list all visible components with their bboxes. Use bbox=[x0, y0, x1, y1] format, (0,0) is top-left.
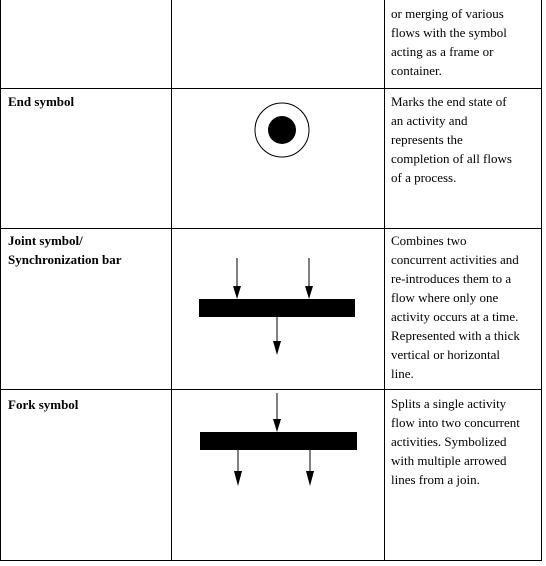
end-state-icon bbox=[254, 102, 310, 158]
fork-bar-icon bbox=[200, 393, 357, 486]
table-border-bottom bbox=[0, 560, 542, 561]
row-divider-1 bbox=[0, 88, 542, 89]
row-1-name: End symbol bbox=[8, 94, 75, 109]
row-3-name: Fork symbol bbox=[8, 397, 79, 412]
table-border-left bbox=[0, 0, 1, 561]
row-2-name: Joint symbol/ Synchronization bar bbox=[8, 233, 122, 267]
row-3-description: Splits a single activity flow into two c… bbox=[391, 396, 520, 487]
table-divider-col2 bbox=[384, 0, 385, 561]
row-0-description: or merging of various flows with the sym… bbox=[391, 6, 507, 78]
row-1-description: Marks the end state of an activity and r… bbox=[391, 94, 512, 185]
join-bar-icon bbox=[199, 258, 355, 355]
row-divider-2 bbox=[0, 228, 542, 229]
table-border-right bbox=[541, 0, 542, 561]
table-divider-col1 bbox=[171, 0, 172, 561]
row-2-description: Combines two concurrent activities and r… bbox=[391, 233, 520, 381]
row-divider-3 bbox=[0, 389, 542, 390]
